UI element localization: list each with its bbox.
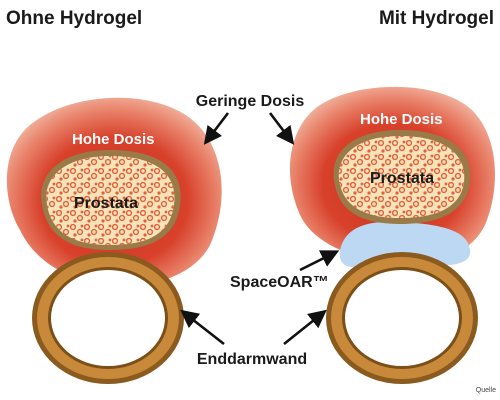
rectal-wall-label: Enddarmwand (197, 351, 307, 368)
left-prostate (41, 150, 181, 250)
left-panel: Hohe Dosis Prostata (6, 97, 222, 384)
left-rectum (32, 252, 184, 384)
low-dose-arrow-right (268, 112, 295, 145)
rectal-wall-arrow-right (283, 309, 327, 346)
source-credit: Quelle (476, 387, 496, 394)
rectal-wall-arrow-left (180, 309, 225, 346)
spacer-gel (339, 221, 471, 268)
spacer-arrow (299, 250, 340, 272)
spacer-label: SpaceOAR™ (230, 274, 329, 291)
title-left: Ohne Hydrogel (6, 8, 142, 29)
right-prostate-label: Prostata (370, 170, 434, 187)
low-dose-arrow-left (203, 112, 230, 145)
right-rectum (326, 252, 478, 384)
low-dose-label: Geringe Dosis (196, 93, 305, 110)
left-high-dose-label: Hohe Dosis (72, 131, 155, 148)
right-high-dose-label: Hohe Dosis (360, 111, 443, 128)
title-right: Mit Hydrogel (379, 8, 494, 29)
right-prostate (333, 130, 471, 224)
right-panel: Hohe Dosis Prostata (289, 86, 495, 384)
left-prostate-label: Prostata (74, 195, 138, 212)
